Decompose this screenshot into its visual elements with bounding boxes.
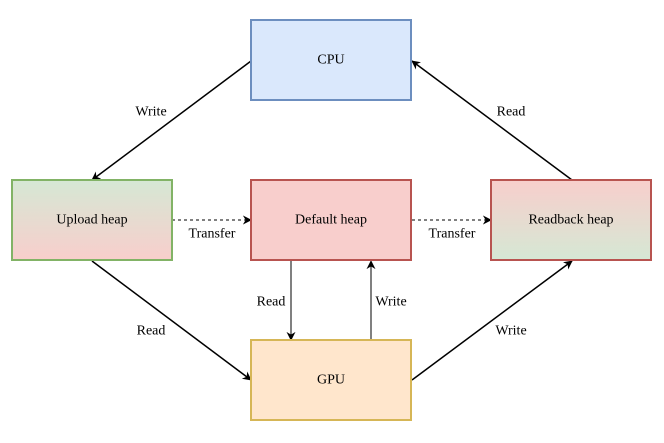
edge-label-readback-to-cpu: Read [497,105,526,120]
node-upload-heap-label: Upload heap [56,213,127,228]
node-default-heap: Default heap [250,179,412,261]
edge-upload-to-gpu [91,260,252,381]
edge-label-upload-to-gpu: Read [137,324,166,339]
edge-label-gpu-to-readback: Write [495,324,526,339]
edge-label-default-to-readback: Transfer [429,227,476,242]
edge-label-default-to-gpu: Read [257,295,286,310]
node-gpu-label: GPU [317,373,345,388]
edge-readback-to-cpu [411,60,573,181]
edge-cpu-to-upload [91,60,252,181]
node-readback-heap: Readback heap [490,179,652,261]
edge-label-cpu-to-upload: Write [135,105,166,120]
edge-gpu-to-readback [411,260,573,381]
node-upload-heap: Upload heap [11,179,173,261]
edge-label-upload-to-default: Transfer [189,227,236,242]
node-default-heap-label: Default heap [295,213,367,228]
node-gpu: GPU [250,339,412,421]
node-readback-heap-label: Readback heap [528,213,613,228]
node-cpu: CPU [250,19,412,101]
node-cpu-label: CPU [317,53,344,68]
edge-label-gpu-to-default: Write [375,295,406,310]
